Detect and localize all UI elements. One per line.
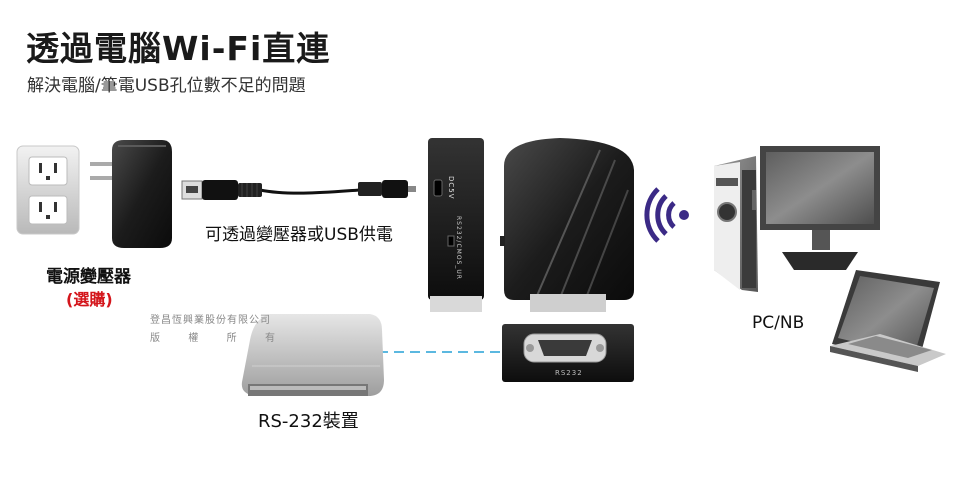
copyright-char: 有 [264,333,275,344]
cable-caption: 可透過變壓器或USB供電 [205,225,393,245]
rs232-port-label: RS232 [555,369,583,377]
power-adapter-icon [90,140,172,248]
rs232-device-icon [241,314,384,396]
copyright-notice: 版 權 所 有 [150,329,275,344]
copyright-char: 權 [188,333,199,344]
page-title: 透過電腦Wi-Fi直連 [26,29,331,68]
mode-switch-label: RS232/CMOS_UR [455,216,462,280]
page-subtitle: 解決電腦/筆電USB孔位數不足的問題 [27,76,306,96]
wifi-signal-icon [644,187,689,243]
laptop-icon [830,270,946,372]
usb-plug-icon [181,180,262,200]
converter-device [428,138,634,312]
rs232-device-caption: RS-232裝置 [258,411,359,432]
pc-caption: PC/NB [752,313,805,333]
usb-cable [181,180,416,200]
adapter-optional-note: (選購) [66,290,113,309]
dc-port-label: DC5V [447,176,455,200]
copyright-company: 登昌恆興業股份有限公司 [150,315,271,326]
dc-plug-icon [358,180,416,198]
db9-connector-icon [502,324,634,382]
wall-outlet-icon [16,145,80,235]
adapter-caption: 電源變壓器 [46,267,131,287]
copyright-char: 版 [150,333,160,344]
copyright-char: 所 [226,333,237,344]
desktop-pc-icon [714,146,880,292]
